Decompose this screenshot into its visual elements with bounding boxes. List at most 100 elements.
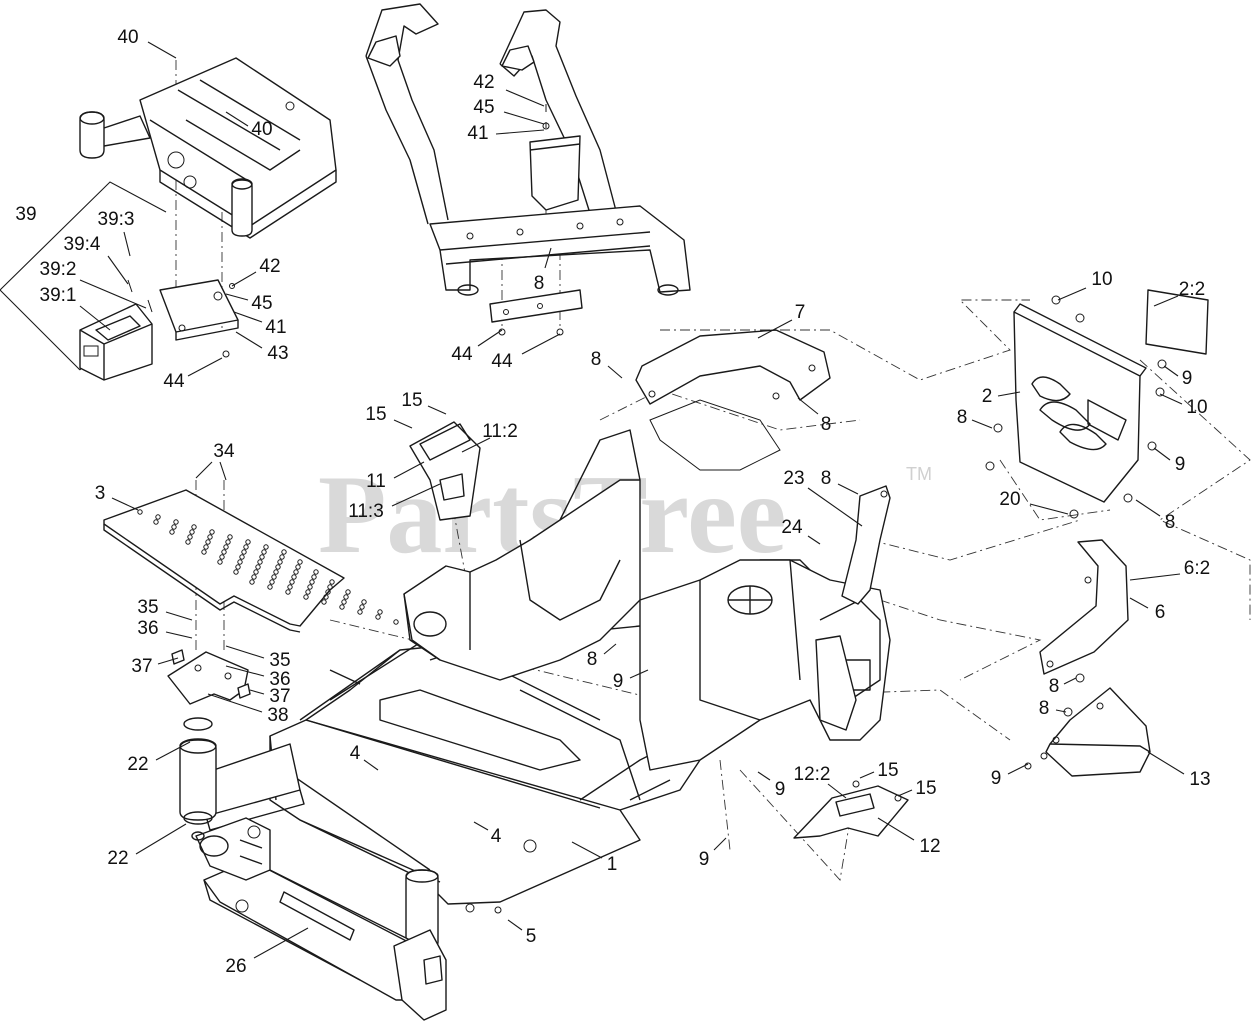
floor-hole: [253, 569, 259, 575]
leader-c40a: [147, 41, 177, 59]
floor-hole: [339, 604, 345, 610]
leader-c38: [207, 693, 263, 713]
callout-c24: 24: [781, 517, 803, 538]
callout-c15a: 15: [401, 390, 422, 411]
leader-c8d: [837, 483, 859, 495]
control-plate: [793, 780, 909, 839]
floor-hole: [297, 559, 303, 565]
floor-hole: [155, 514, 161, 520]
floor-hole: [257, 559, 263, 565]
floor-hole: [273, 569, 279, 575]
rops-latch: [489, 104, 583, 336]
floor-hole: [263, 544, 269, 550]
callout-c6: 6: [1155, 602, 1166, 623]
floor-hole: [249, 579, 255, 585]
floor-hole: [311, 574, 317, 580]
leader-c43: [235, 331, 263, 349]
floor-hole: [295, 564, 301, 570]
floor-hole: [259, 554, 265, 560]
floor-hole: [243, 544, 249, 550]
callout-c15c: 15: [877, 760, 898, 781]
leader-c9f: [713, 837, 727, 851]
leader-c11_3: [391, 483, 441, 507]
callout-c9b: 9: [1175, 454, 1186, 475]
callout-c15d: 15: [915, 778, 936, 799]
leader-c40b: [225, 111, 249, 127]
front-axle-assembly: [191, 817, 447, 1021]
callout-c38: 38: [267, 705, 288, 726]
floor-hole: [153, 519, 159, 525]
main-frame: [179, 429, 891, 951]
callout-c8c: 8: [957, 407, 968, 428]
side-shield: [1024, 687, 1151, 777]
callout-c11_3: 11:3: [348, 501, 384, 522]
leader-c35a: [165, 611, 193, 621]
floor-hole: [191, 524, 197, 530]
leader-c22b: [135, 823, 187, 855]
floor-hole: [325, 589, 331, 595]
floor-hole: [237, 559, 243, 565]
callout-c42a: 42: [259, 256, 280, 277]
watermark-trademark: TM: [906, 464, 932, 484]
leader-c6_2: [1129, 573, 1181, 581]
callout-c9e: 9: [991, 768, 1002, 789]
floor-hole: [285, 589, 291, 595]
callout-leaders: [79, 41, 1185, 959]
leader-c8e: [1135, 499, 1161, 517]
leader-c35b: [225, 645, 265, 659]
floor-hole: [321, 599, 327, 605]
leader-c24: [807, 535, 821, 545]
control-bracket: [409, 421, 481, 521]
leader-c9a: [1163, 365, 1179, 377]
leader-c6: [1129, 597, 1149, 609]
callout-c2_2: 2:2: [1179, 279, 1205, 300]
callout-c36b: 36: [269, 669, 290, 690]
seat-switch-kit: [0, 181, 167, 381]
callout-c44b: 44: [451, 344, 473, 365]
floor-hole: [219, 554, 225, 560]
callout-c45b: 45: [473, 97, 494, 118]
callout-c3: 3: [95, 483, 106, 504]
callout-c23: 23: [783, 468, 804, 489]
callout-c8top: 8: [534, 273, 545, 294]
callout-c35b: 35: [269, 650, 290, 671]
floor-hole: [227, 534, 233, 540]
callout-c45a: 45: [251, 293, 272, 314]
floor-hole: [313, 569, 319, 575]
callout-c15b: 15: [365, 404, 386, 425]
rollover-protection-frame: [365, 3, 691, 296]
callout-c39_4: 39:4: [64, 234, 101, 255]
leader-c37b: [249, 689, 265, 695]
floor-hole: [305, 589, 311, 595]
leader-c15b: [393, 419, 413, 429]
floor-hole: [189, 529, 195, 535]
callout-c7: 7: [795, 302, 806, 323]
floor-hole: [303, 594, 309, 600]
leader-c23: [807, 487, 863, 527]
leader-c1: [571, 841, 603, 859]
floor-hole: [281, 549, 287, 555]
leader-c5: [507, 919, 523, 931]
floor-hole: [271, 574, 277, 580]
floor-hole: [261, 549, 267, 555]
callout-c11_2: 11:2: [482, 421, 518, 442]
callout-c37b: 37: [269, 686, 290, 707]
leader-c44b: [477, 329, 503, 347]
leader-c15d: [897, 789, 913, 797]
callout-c8e: 8: [1165, 512, 1176, 533]
floor-pan: [103, 489, 399, 633]
callout-c9f: 9: [699, 849, 710, 870]
callout-c4b: 4: [491, 826, 502, 847]
floor-hole: [357, 609, 363, 615]
floor-hole: [323, 594, 329, 600]
floor-hole: [233, 569, 239, 575]
floor-hole: [375, 614, 381, 620]
leader-c9c: [629, 669, 649, 679]
callout-c1: 1: [607, 854, 618, 875]
leader-c9e: [1007, 763, 1029, 775]
callout-c34: 34: [213, 441, 235, 462]
floor-hole: [279, 554, 285, 560]
seat-mount-plate: [79, 57, 337, 239]
leader-c2: [997, 391, 1021, 397]
